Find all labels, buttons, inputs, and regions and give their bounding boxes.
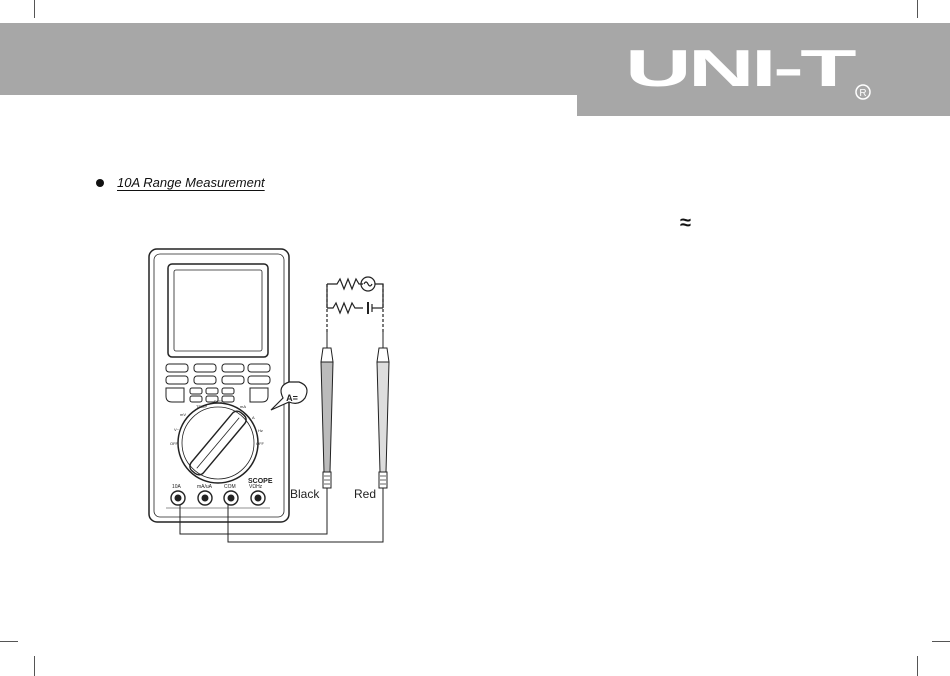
- crop-mark: [917, 0, 918, 18]
- multimeter-diagram: mV V~ OFF OFF TEMP DIST mA A Hz SCOPE 10…: [140, 240, 440, 550]
- jack-ma-label: mA/uA: [197, 484, 213, 490]
- red-probe: [377, 330, 389, 488]
- dial-off-left: OFF: [170, 441, 179, 446]
- svg-text:DIST: DIST: [214, 399, 224, 404]
- meter-screen: [168, 264, 268, 357]
- ac-dc-symbol: ≈: [680, 212, 691, 235]
- red-probe-label: Red: [354, 487, 376, 501]
- test-circuit: [327, 277, 383, 334]
- section-heading: 10A Range Measurement: [117, 175, 265, 190]
- crop-mark: [34, 656, 35, 676]
- test-leads: [180, 488, 383, 542]
- svg-text:mV: mV: [180, 412, 186, 417]
- black-probe: [321, 330, 333, 488]
- jack-10a-label: 10A: [172, 484, 182, 490]
- logo-text: UNI-T: [625, 44, 857, 98]
- rotary-dial: [178, 403, 258, 483]
- uni-t-logo: UNI-T R: [625, 44, 885, 104]
- multimeter-body: mV V~ OFF OFF TEMP DIST mA A Hz SCOPE 10…: [149, 249, 289, 522]
- svg-text:TEMP: TEMP: [196, 404, 207, 409]
- jack-com-label: COM: [224, 484, 236, 490]
- svg-text:Hz: Hz: [258, 428, 263, 433]
- dial-off-right: OFF: [256, 441, 265, 446]
- svg-text:V~: V~: [174, 427, 180, 432]
- registered-mark: R: [859, 88, 866, 99]
- crop-mark: [0, 641, 18, 642]
- svg-text:A: A: [252, 415, 255, 420]
- svg-text:mA: mA: [240, 404, 246, 409]
- jack-v-label: VΩHz: [249, 484, 263, 490]
- svg-text:A=: A=: [286, 393, 298, 403]
- crop-mark: [932, 641, 950, 642]
- black-probe-label: Black: [290, 487, 320, 501]
- crop-mark: [917, 656, 918, 676]
- input-jacks: [171, 491, 265, 505]
- crop-mark: [34, 0, 35, 18]
- bullet-icon: [96, 179, 104, 187]
